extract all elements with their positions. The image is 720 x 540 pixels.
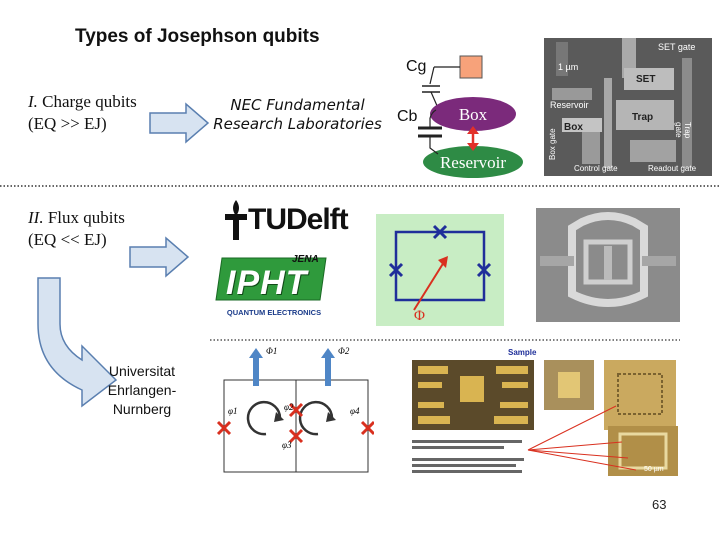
phi-l1-label: φ1 — [228, 406, 238, 416]
ipht-green-banner-icon — [215, 257, 327, 301]
university-line2: Ehrlangen- — [107, 382, 177, 398]
sem-trap-gate-label: Trap gate — [674, 122, 692, 139]
sample-zoom-2 — [604, 360, 676, 430]
box-label: Box — [459, 105, 488, 124]
box-island — [430, 97, 516, 131]
phi1-label: Φ1 — [266, 346, 278, 356]
junction-right-icon — [476, 262, 492, 278]
flux-arrow — [413, 261, 445, 311]
sample-label: Sample — [508, 348, 537, 357]
charge-qubit-diagram: Box Reservoir — [418, 55, 523, 178]
nec-line2: Research Laboratories — [213, 115, 382, 133]
tudelft-wordmark: TUDelft — [248, 203, 349, 236]
flux-energy-relation: (EQ << EJ) — [28, 230, 107, 249]
flux-qubit-micrograph — [536, 208, 680, 322]
sample-micrographs: Sample 50 µm — [408, 346, 680, 496]
right-arrow-charge — [149, 102, 210, 144]
reservoir-label: Reservoir — [440, 153, 506, 172]
flux-qubit-label: II. Flux qubits (EQ << EJ) — [28, 207, 125, 251]
charge-energy-relation: (EQ >> EJ) — [28, 114, 107, 133]
double-loop-circuit: Φ1 Φ2 φ1 φ2 φ3 φ4 — [214, 346, 374, 476]
phi-l4-label: φ4 — [350, 406, 360, 416]
circulating-current-right-icon — [298, 400, 334, 436]
junction-left-icon — [388, 262, 404, 278]
slide-title: Types of Josephson qubits — [75, 26, 320, 47]
university-line3: Nurnberg — [112, 401, 172, 417]
flux-title: Flux qubits — [43, 208, 125, 227]
sem-readout-gate-label: Readout gate — [648, 164, 697, 173]
sem-set-gate-label: SET gate — [658, 42, 696, 52]
junction-top-icon — [432, 224, 448, 240]
sem-control-gate-label: Control gate — [574, 164, 618, 173]
erlangen-university: Universitat Ehrlangen- Nurnberg — [92, 362, 192, 419]
flux-roman: II. — [28, 208, 44, 227]
nec-micrograph: SET gate 1 µm SET Reservoir Trap Box Con… — [544, 38, 712, 176]
right-arrow-flux — [129, 236, 190, 278]
university-line1: Universitat — [108, 363, 176, 379]
tudelft-logo: TUDelft — [218, 198, 349, 242]
phi-l3-label: φ3 — [282, 440, 292, 450]
flux-loop-diagram: Φ — [376, 214, 504, 326]
gate-electrode — [459, 55, 483, 79]
nec-institution: NEC Fundamental Research Laboratories — [205, 96, 390, 134]
sample-scale-label: 50 µm — [644, 466, 664, 473]
sem-box-gate-label: Box gate — [548, 128, 557, 160]
charge-roman: I. — [28, 92, 38, 111]
page-number: 63 — [652, 497, 667, 512]
charge-title: Charge qubits — [37, 92, 137, 111]
curved-down-arrow — [37, 277, 118, 408]
nec-line1: NEC Fundamental — [230, 96, 365, 114]
phi-l2-label: φ2 — [284, 402, 294, 412]
sem-scale-label: 1 µm — [558, 62, 579, 72]
tudelft-flame-icon — [225, 200, 247, 240]
charge-qubit-label: I. Charge qubits (EQ >> EJ) — [28, 91, 137, 135]
junction-icon — [216, 402, 374, 444]
sem-box-label: Box — [564, 122, 583, 133]
ipht-jena-text: JENA — [292, 254, 319, 265]
phi2-label: Φ2 — [338, 346, 350, 356]
sem-reservoir-label: Reservoir — [550, 100, 589, 110]
ipht-wordmark: IPHT — [226, 264, 308, 302]
circulating-current-left-icon — [246, 400, 282, 436]
phi-label: Φ — [414, 308, 425, 324]
cg-label: Cg — [406, 58, 427, 75]
ipht-logo: JENA IPHT QUANTUM ELECTRONICS — [212, 252, 336, 320]
reservoir-island — [423, 146, 523, 178]
cb-label: Cb — [397, 108, 418, 125]
ipht-subtitle: QUANTUM ELECTRONICS — [226, 308, 322, 317]
sem-trap-label: Trap — [632, 112, 654, 123]
sem-set-label: SET — [636, 74, 656, 85]
